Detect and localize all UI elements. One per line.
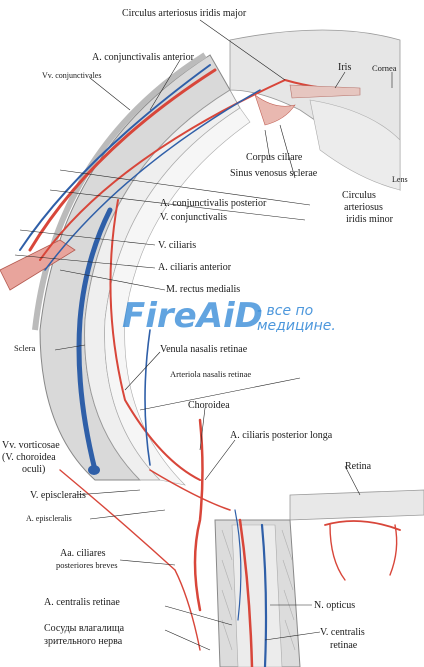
label-sclera: Sclera	[14, 343, 36, 353]
label-choroidea: Choroidea	[188, 400, 230, 411]
label-v-episcleralis: V. episcleralis	[30, 490, 86, 501]
label-m-rectus-medialis: M. rectus medialis	[166, 284, 241, 295]
conjunctiva-strip	[32, 52, 207, 331]
watermark: FireAiD - все по медицине.	[122, 296, 336, 336]
label-vv-vorticosae-3: oculi)	[22, 464, 46, 475]
label-sinus-venosus: Sinus venosus sclerae	[230, 168, 318, 179]
label-aa-ciliares-2: posteriores breves	[56, 560, 118, 570]
label-circulus-major: Circulus arteriosus iridis major	[122, 8, 247, 19]
label-circulus-minor-2: arteriosus	[344, 202, 383, 213]
lens-shape	[309, 99, 401, 191]
label-circulus-minor-1: Circulus	[342, 190, 376, 201]
label-a-conj-posterior: A. conjunctivalis posterior	[160, 198, 267, 209]
watermark-tagline-line2: медицине.	[257, 318, 336, 335]
watermark-brand: FireAiD	[122, 296, 263, 336]
label-vv-vorticosae-1: Vv. vorticosae	[2, 440, 60, 451]
label-v-conjunctivalis: V. conjunctivalis	[160, 212, 228, 223]
label-sosudy-1: Сосуды влагалища	[44, 623, 125, 634]
label-circulus-minor-3: iridis minor	[346, 214, 393, 225]
label-cornea: Cornea	[372, 63, 397, 73]
label-sosudy-2: зрительного нерва	[44, 636, 123, 647]
label-arteriola-nasalis: Arteriola nasalis retinae	[170, 369, 252, 379]
label-iris: Iris	[338, 62, 352, 73]
label-a-episcleralis: A. episcleralis	[26, 514, 72, 523]
label-n-opticus: N. opticus	[314, 600, 356, 611]
label-a-centralis-retinae: A. centralis retinae	[44, 597, 120, 608]
watermark-tagline: - все по медицине.	[257, 303, 377, 335]
label-vv-vorticosae-2: (V. choroidea	[2, 452, 56, 463]
label-corpus-ciliare: Corpus ciliare	[246, 152, 303, 163]
vortex-vein-bulb	[88, 465, 100, 475]
ciliary-body	[254, 94, 296, 126]
label-v-centralis-2: retinae	[330, 640, 358, 651]
label-lens: Lens	[392, 175, 408, 184]
label-retina: Retina	[345, 461, 372, 472]
label-venula-nasalis: Venula nasalis retinae	[160, 344, 248, 355]
label-aa-ciliares-1: Aa. ciliares	[60, 548, 106, 559]
retina-right-band	[289, 489, 424, 521]
label-a-ciliaris-anterior: A. ciliaris anterior	[158, 262, 232, 273]
label-v-centralis-1: V. centralis	[320, 627, 365, 638]
watermark-tagline-line1: - все по	[257, 303, 314, 319]
iris-shape	[289, 84, 361, 99]
label-a-ciliaris-post-longa: A. ciliaris posterior longa	[230, 430, 333, 441]
rectus-muscle	[0, 239, 76, 291]
label-a-conj-anterior: A. conjunctivalis anterior	[92, 52, 194, 63]
label-v-ciliaris: V. ciliaris	[158, 240, 197, 251]
label-vv-conjunctivales: Vv. conjunctivales	[42, 71, 102, 80]
